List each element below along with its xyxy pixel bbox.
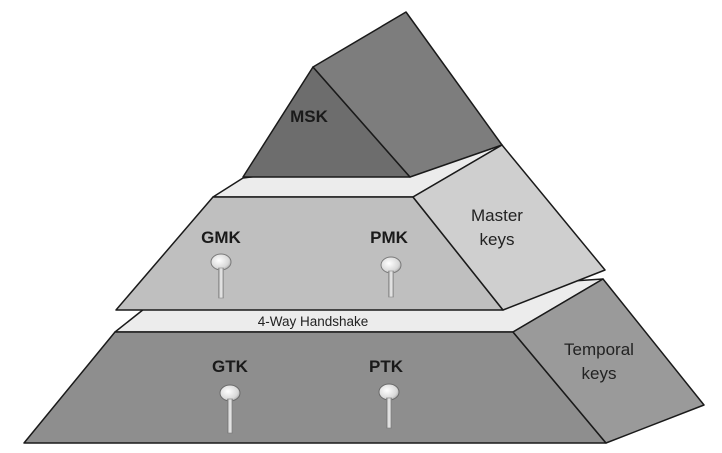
top-tier — [242, 11, 503, 178]
master-keys-label-line2: keys — [480, 230, 515, 249]
key-icon — [210, 253, 232, 299]
gtk-label: GTK — [212, 357, 249, 376]
key-icon — [219, 384, 241, 434]
master-keys-label-line1: Master — [471, 206, 523, 225]
temporal-keys-label-line2: keys — [582, 364, 617, 383]
gmk-label: GMK — [201, 228, 241, 247]
middle-tier-side-face — [412, 144, 606, 311]
handshake-label: 4-Way Handshake — [258, 314, 369, 329]
middle-tier — [115, 144, 606, 311]
msk-label: MSK — [290, 107, 329, 126]
key-icon — [380, 256, 402, 298]
temporal-keys-label-line1: Temporal — [564, 340, 634, 359]
bottom-tier-front-face — [23, 331, 607, 444]
top-tier-side-face — [312, 11, 503, 178]
bottom-tier-side-face — [512, 278, 705, 444]
ptk-label: PTK — [369, 357, 404, 376]
bottom-tier — [23, 278, 705, 444]
pmk-label: PMK — [370, 228, 409, 247]
key-icon — [378, 383, 400, 429]
